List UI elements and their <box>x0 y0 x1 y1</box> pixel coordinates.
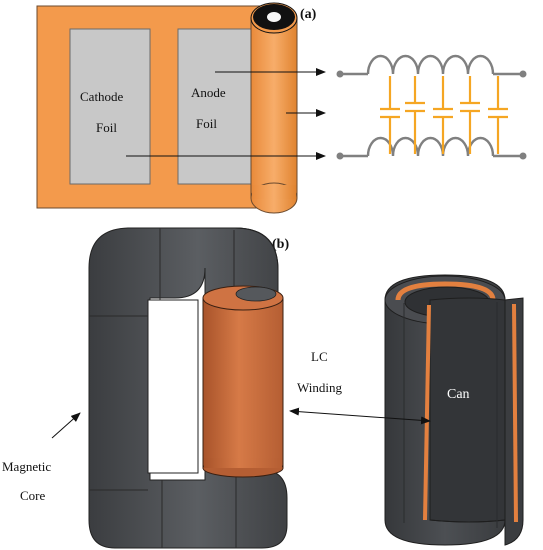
top-terminal-right <box>519 70 527 78</box>
cathode-foil <box>69 28 151 185</box>
capacitor-4 <box>460 76 480 154</box>
arrow-core-pointer <box>51 412 81 439</box>
magnetic-core <box>88 227 288 549</box>
anode-foil <box>177 28 255 185</box>
cathode-label-line2: Foil <box>96 120 117 135</box>
bottom-terminal-left <box>336 152 344 160</box>
lc-label-line2: Winding <box>297 380 342 395</box>
capacitor-3 <box>433 76 453 154</box>
panel-a-label: (a) <box>300 7 317 22</box>
panel-a: Cathode Foil Anode Foil (a) <box>36 2 527 214</box>
top-terminal-left <box>336 70 344 78</box>
anode-label-line2: Foil <box>196 116 217 131</box>
capacitor-5 <box>488 76 508 154</box>
can-cutaway <box>384 274 524 546</box>
can-label: Can <box>447 387 470 402</box>
bottom-inductor <box>342 136 521 158</box>
capacitor-array <box>380 76 508 154</box>
panel-b: (b) <box>2 227 524 549</box>
arrow-winding-can <box>289 407 431 425</box>
lc-winding <box>202 285 284 478</box>
anode-label-line1: Anode <box>191 85 226 100</box>
core-label-line1: Magnetic <box>2 459 51 474</box>
core-label-line2: Core <box>20 488 46 503</box>
capacitor-2 <box>405 76 425 154</box>
bottom-terminal-right <box>519 152 527 160</box>
rolled-cylinder <box>250 2 298 214</box>
equivalent-circuit <box>336 54 527 160</box>
cathode-label-line1: Cathode <box>80 89 124 104</box>
lc-label-line1: LC <box>311 349 328 364</box>
top-inductor <box>342 54 521 76</box>
panel-b-label: (b) <box>272 237 289 252</box>
capacitor-1 <box>380 76 400 154</box>
